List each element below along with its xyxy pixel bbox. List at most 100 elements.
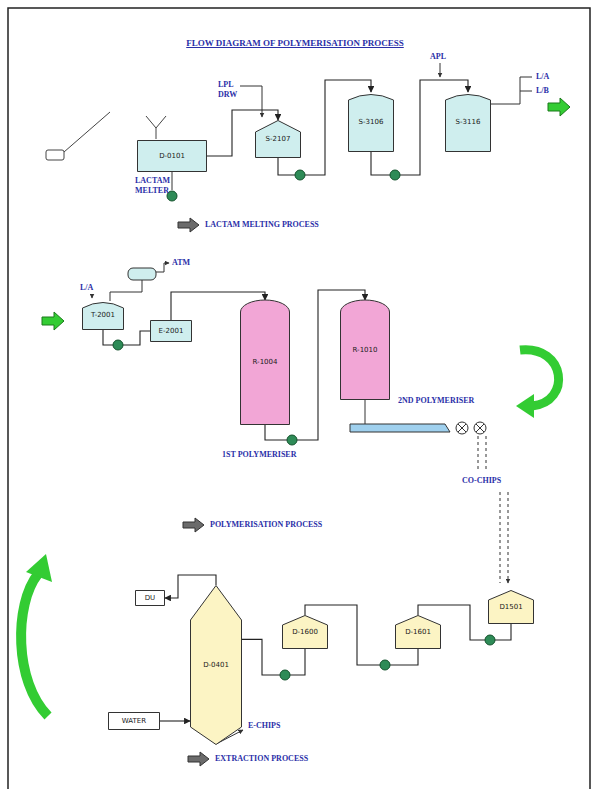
polymeriser-vessel: R-1004: [240, 300, 290, 425]
vessel-outline-path: [396, 616, 441, 649]
cutter-blade: [458, 424, 484, 432]
pipe-connector: [160, 720, 190, 721]
tank-vessel: T-2001: [82, 300, 124, 330]
node-text-group: DU: [145, 594, 156, 602]
melter-box: D-0101: [137, 140, 207, 172]
node-text-group: D-1600: [292, 628, 318, 636]
green-curved-arrow: [520, 350, 559, 406]
outlet-line: [218, 730, 243, 743]
pipe: [365, 400, 366, 424]
stream-name: E-CHIPS: [248, 721, 280, 731]
node-text-group: D-0101: [159, 152, 185, 160]
pipe-connector: [171, 292, 265, 320]
node-text-group: D-0401: [203, 661, 229, 669]
equipment-tag: D-1601: [405, 628, 431, 636]
equipment-tag: S-3116: [456, 118, 481, 126]
vessel-outline-path: [241, 300, 290, 425]
process-label: LACTAM MELTING PROCESS: [205, 220, 319, 230]
node-text-group: D-1601: [405, 628, 431, 636]
node-text-group: R-1010: [353, 346, 378, 354]
equipment-tag: E-2001: [159, 327, 184, 335]
feed-line: [240, 86, 262, 117]
node-text-group: E-2001: [159, 327, 184, 335]
drawing-part: [183, 518, 204, 532]
pipe-connector: [305, 605, 418, 665]
vessel-outline-path: [83, 303, 124, 330]
vessel-outline-path: [191, 586, 242, 745]
feed-line: [92, 294, 93, 298]
process-label: EXTRACTION PROCESS: [215, 754, 308, 764]
vessel-outline: [255, 120, 301, 158]
vessel-outline-path: [489, 591, 534, 624]
tank-vessel: S-2107: [255, 120, 301, 158]
green-curved-arrow-head: [516, 394, 534, 418]
process-arrow: [183, 518, 204, 532]
pump-group: [113, 170, 495, 680]
vessel-outline-path: [283, 616, 328, 649]
pump-symbol: [295, 170, 305, 180]
vessel-outline-path: [109, 713, 160, 730]
pump-symbol: [167, 191, 177, 201]
pump-symbol: [485, 635, 495, 645]
pipe-connector: [207, 110, 278, 156]
vessel-outline: [135, 590, 165, 606]
vessel-outline-path: [446, 95, 491, 152]
vessel-outline-path: [138, 141, 207, 172]
polymeriser-vessel: R-1010: [340, 300, 390, 400]
equipment-tag: T-2001: [91, 311, 115, 319]
pipe-connector: [165, 575, 216, 598]
vessel-outline: [282, 615, 328, 649]
green-arrow: [548, 98, 570, 116]
stream-name: DRW: [218, 90, 237, 100]
vent-line: [156, 263, 169, 272]
pump-symbol: [280, 670, 290, 680]
vessel-outline: [82, 300, 124, 330]
equipment-tag: D-0101: [159, 152, 185, 160]
stream-name: APL: [430, 52, 446, 62]
vessel-outline: [108, 712, 160, 730]
vent-vessel: [128, 268, 156, 280]
vessel-outline: [445, 92, 491, 152]
pipe: [172, 172, 173, 190]
water-box: WATER: [108, 712, 160, 730]
chip-hopper: D1501: [488, 590, 534, 624]
equipment-name: 1ST POLYMERISER: [222, 450, 296, 460]
equipment-tag: R-1004: [253, 358, 278, 366]
node-text-group: S-3116: [456, 118, 481, 126]
vessel-outline-path: [349, 95, 394, 152]
diagram-title: FLOW DIAGRAM OF POLYMERISATION PROCESS: [0, 38, 590, 48]
pump-symbol: [380, 660, 390, 670]
green-curved-arrow: [21, 574, 48, 716]
drawing-part: [188, 752, 209, 766]
equipment-tag: S-2107: [266, 135, 291, 143]
drawing-part: [548, 98, 570, 116]
filter-box: E-2001: [150, 320, 192, 342]
outlet-line: [491, 77, 532, 104]
equipment-tag: DU: [145, 594, 156, 602]
pump-symbol: [390, 170, 400, 180]
vessel-outline: [340, 300, 390, 400]
pipe-connector: [418, 605, 511, 640]
outlet-box: DU: [135, 590, 165, 606]
node-text-group: T-2001: [91, 311, 115, 319]
equipment-tag: R-1010: [353, 346, 378, 354]
extraction-column: D-0401: [190, 585, 242, 745]
vessel-outline: [190, 585, 242, 745]
node-text-group: D1501: [499, 603, 522, 611]
equipment-name: LACTAM MELTER: [135, 176, 181, 195]
process-arrow: [188, 752, 209, 766]
chip-hopper: D-1601: [395, 615, 441, 649]
pipe-connector: [242, 639, 305, 675]
vessel-outline: [488, 590, 534, 624]
equipment-tag: WATER: [122, 717, 146, 725]
node-text-group: WATER: [122, 717, 146, 725]
pipe-connector: [371, 80, 468, 175]
drawing-part: [42, 312, 64, 330]
equipment-tag: S-3106: [359, 118, 384, 126]
